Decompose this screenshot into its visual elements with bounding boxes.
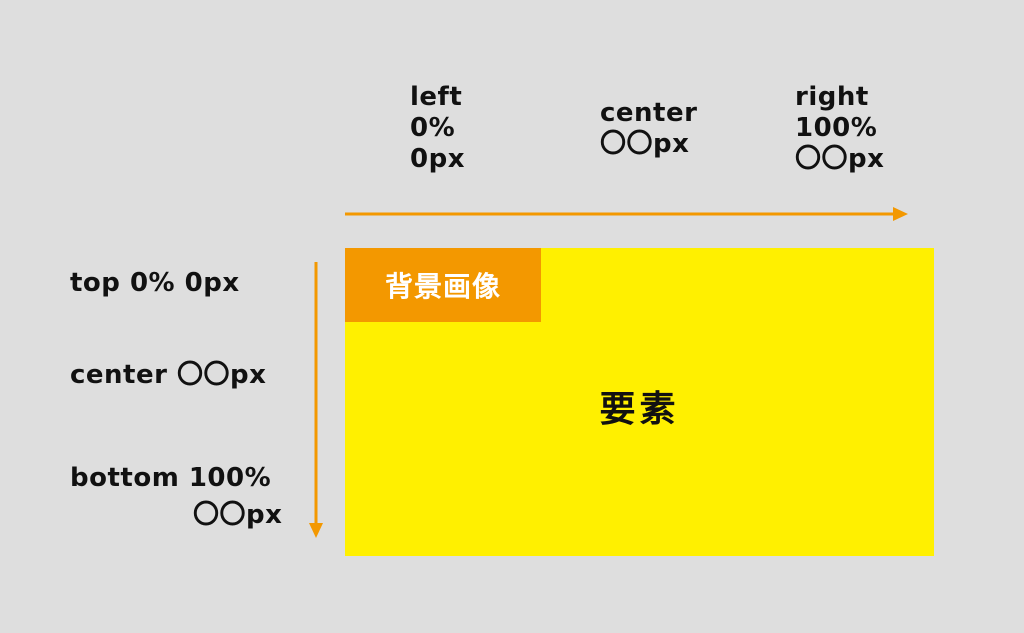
arrow-right-icon (345, 207, 908, 221)
vertical-bottom-px-label: 〇〇px (193, 500, 283, 530)
horizontal-left-percent: 0% (410, 113, 456, 144)
horizontal-right-px: 〇〇px (795, 144, 885, 175)
horizontal-left-px: 0px (410, 144, 465, 175)
vertical-center-label: center 〇〇px (70, 360, 267, 390)
horizontal-right-keyword: right (795, 82, 869, 112)
horizontal-left-keyword: left (410, 82, 463, 112)
background-image-label: 背景画像 (384, 270, 501, 303)
horizontal-center-label: center 〇〇px (600, 98, 697, 160)
horizontal-left-label: left 0% 0px (410, 82, 465, 176)
element-label: 要素 (599, 389, 680, 430)
horizontal-right-percent: 100% (795, 113, 878, 144)
arrow-down-icon (309, 262, 323, 538)
horizontal-center-keyword: center (600, 98, 698, 128)
horizontal-center-px: 〇〇px (600, 129, 690, 160)
horizontal-right-label: right 100% 〇〇px (795, 82, 884, 176)
vertical-top-label: top 0% 0px (70, 268, 240, 298)
background-image-box: 背景画像 (345, 248, 541, 322)
vertical-bottom-label: bottom 100% (70, 463, 272, 493)
